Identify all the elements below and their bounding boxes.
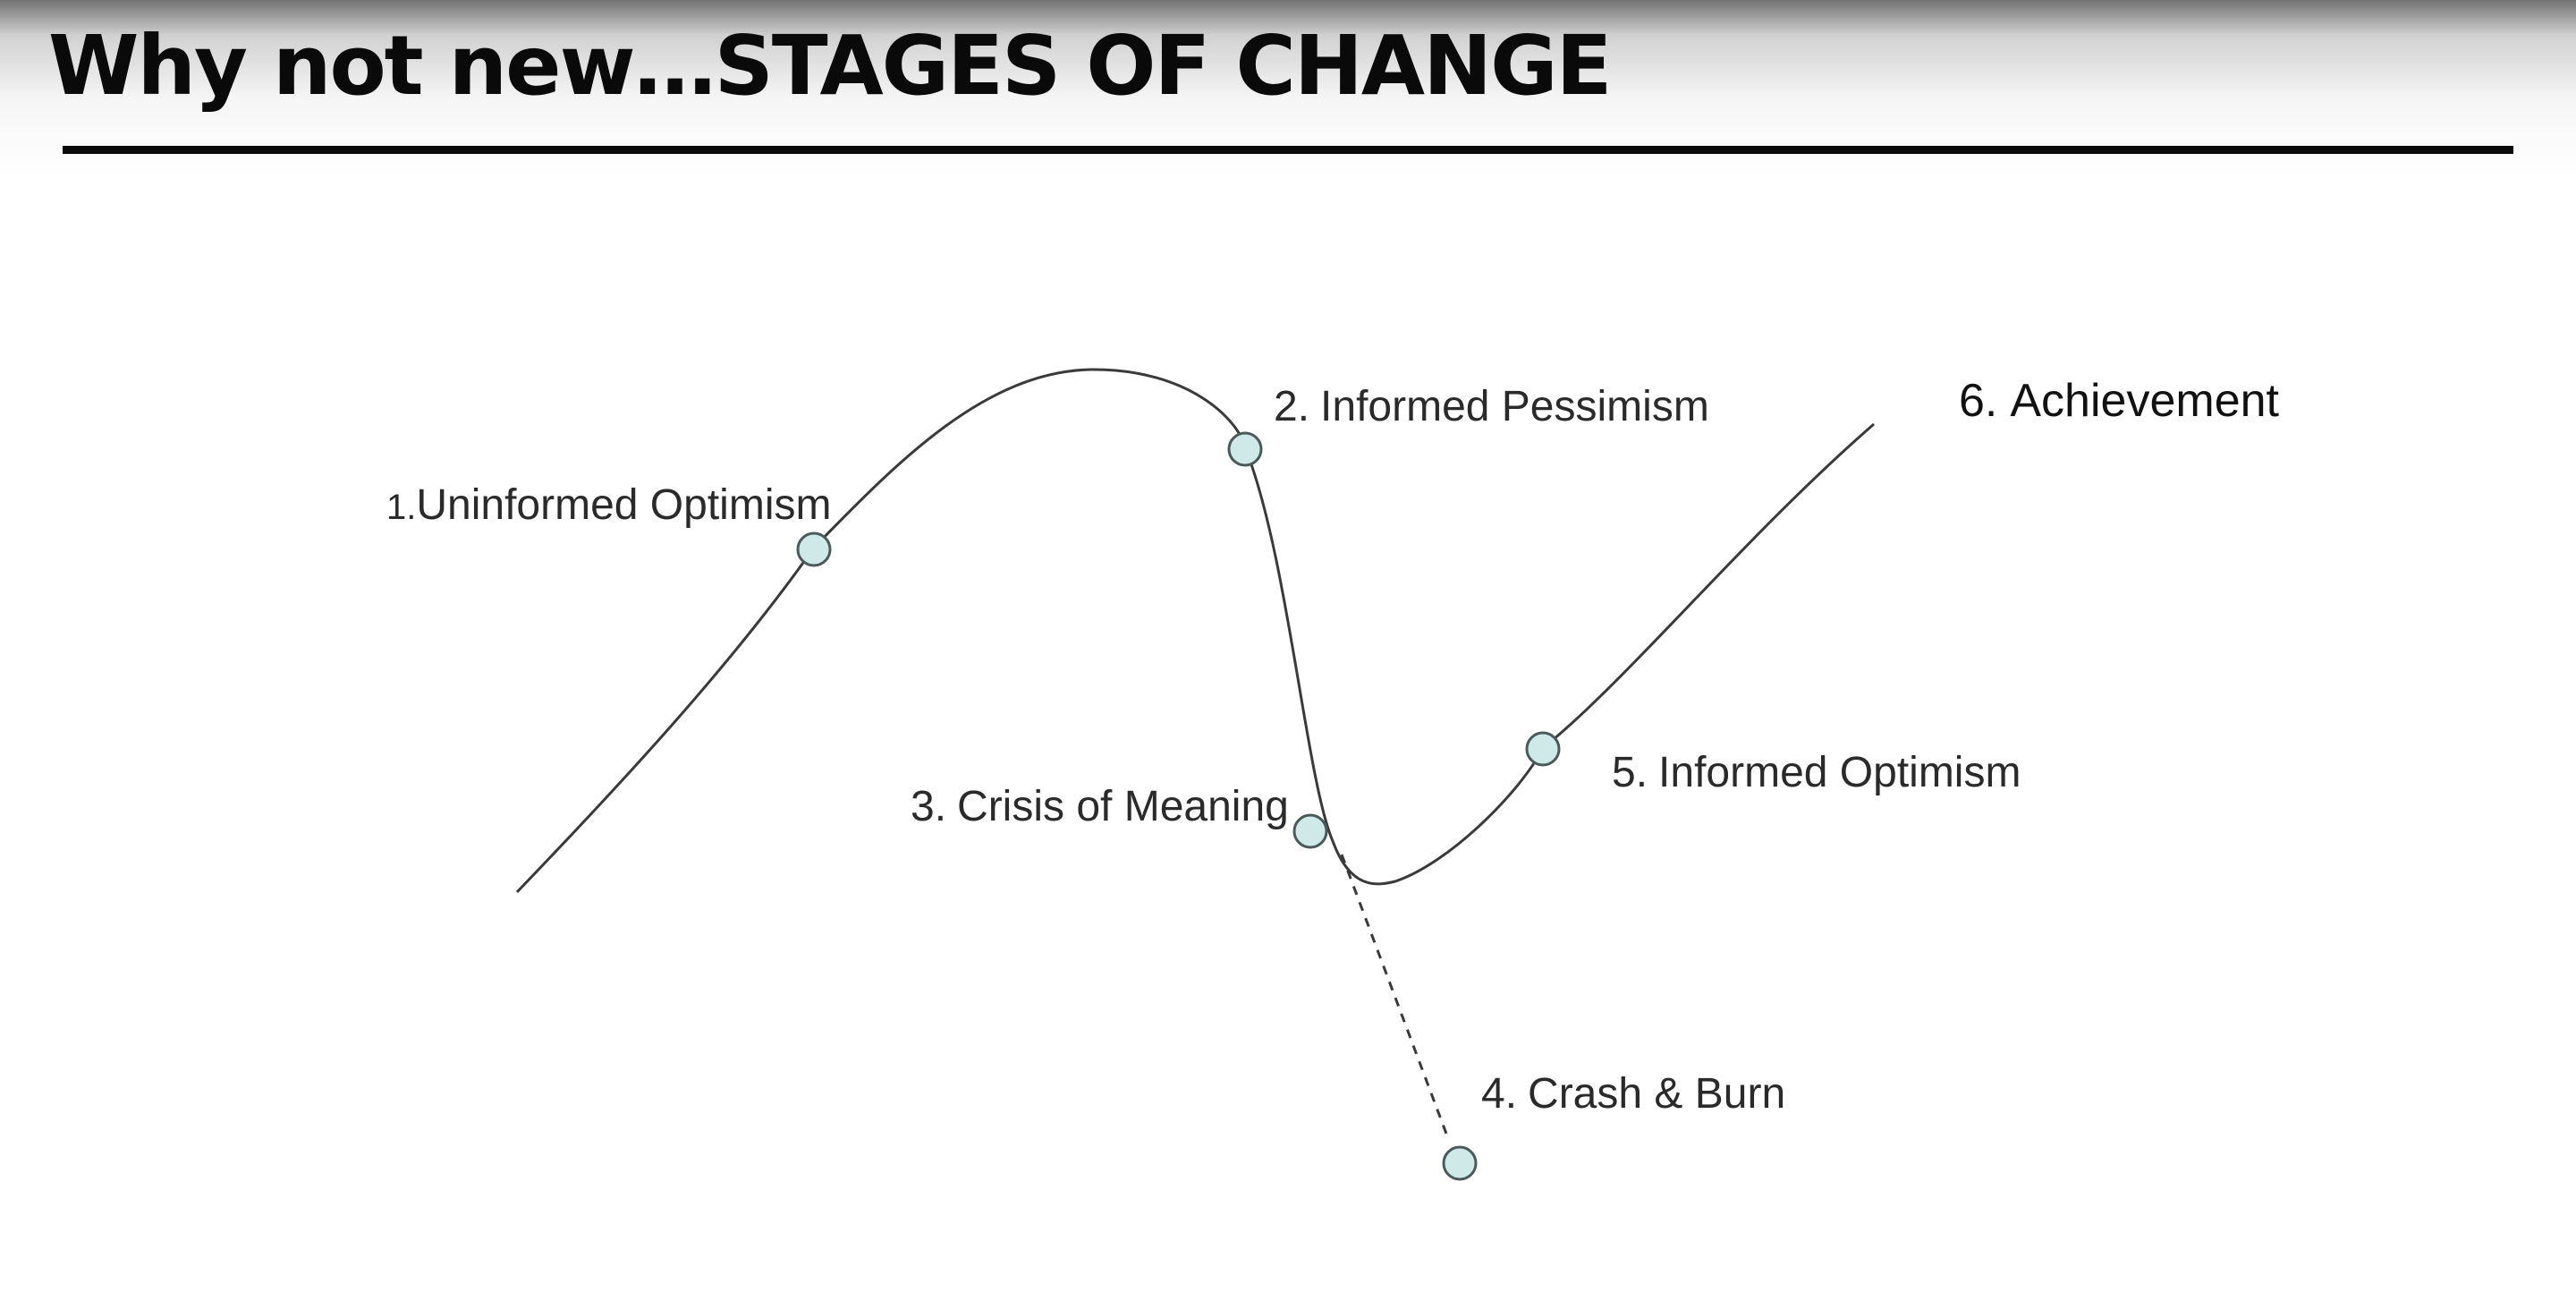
stage-6-number: 6. bbox=[1959, 375, 1997, 427]
stage-3-label: 3.Crisis of Meaning bbox=[911, 783, 1289, 830]
stage-2-label: 2.Informed Pessimism bbox=[1274, 383, 1709, 430]
stage-6-text: Achievement bbox=[2010, 375, 2279, 427]
title-underline bbox=[63, 146, 2513, 154]
stage-2-number: 2. bbox=[1274, 383, 1309, 430]
stage-1-label: 1.Uninformed Optimism bbox=[386, 481, 831, 529]
stage-1-marker bbox=[796, 531, 832, 567]
stage-4-number: 4. bbox=[1481, 1070, 1517, 1118]
stage-1-text: Uninformed Optimism bbox=[416, 481, 831, 529]
stage-1-number: 1. bbox=[386, 488, 416, 527]
crash-dashed-line bbox=[1340, 854, 1451, 1142]
stage-5-label: 5.Informed Optimism bbox=[1612, 749, 2021, 796]
stage-5-text: Informed Optimism bbox=[1658, 749, 2021, 796]
stage-4-label: 4.Crash & Burn bbox=[1481, 1070, 1785, 1118]
stage-5-marker bbox=[1525, 731, 1561, 767]
stage-6-label: 6.Achievement bbox=[1959, 375, 2280, 427]
stage-4-text: Crash & Burn bbox=[1528, 1070, 1785, 1118]
stage-2-marker bbox=[1227, 431, 1263, 467]
stage-4-marker bbox=[1442, 1145, 1478, 1181]
stage-3-text: Crisis of Meaning bbox=[957, 783, 1289, 830]
slide-title: Why not new…STAGES OF CHANGE bbox=[48, 18, 1612, 114]
stage-3-marker bbox=[1292, 813, 1328, 849]
stage-3-number: 3. bbox=[911, 783, 946, 830]
stage-2-text: Informed Pessimism bbox=[1320, 383, 1709, 430]
stage-5-number: 5. bbox=[1612, 749, 1648, 796]
